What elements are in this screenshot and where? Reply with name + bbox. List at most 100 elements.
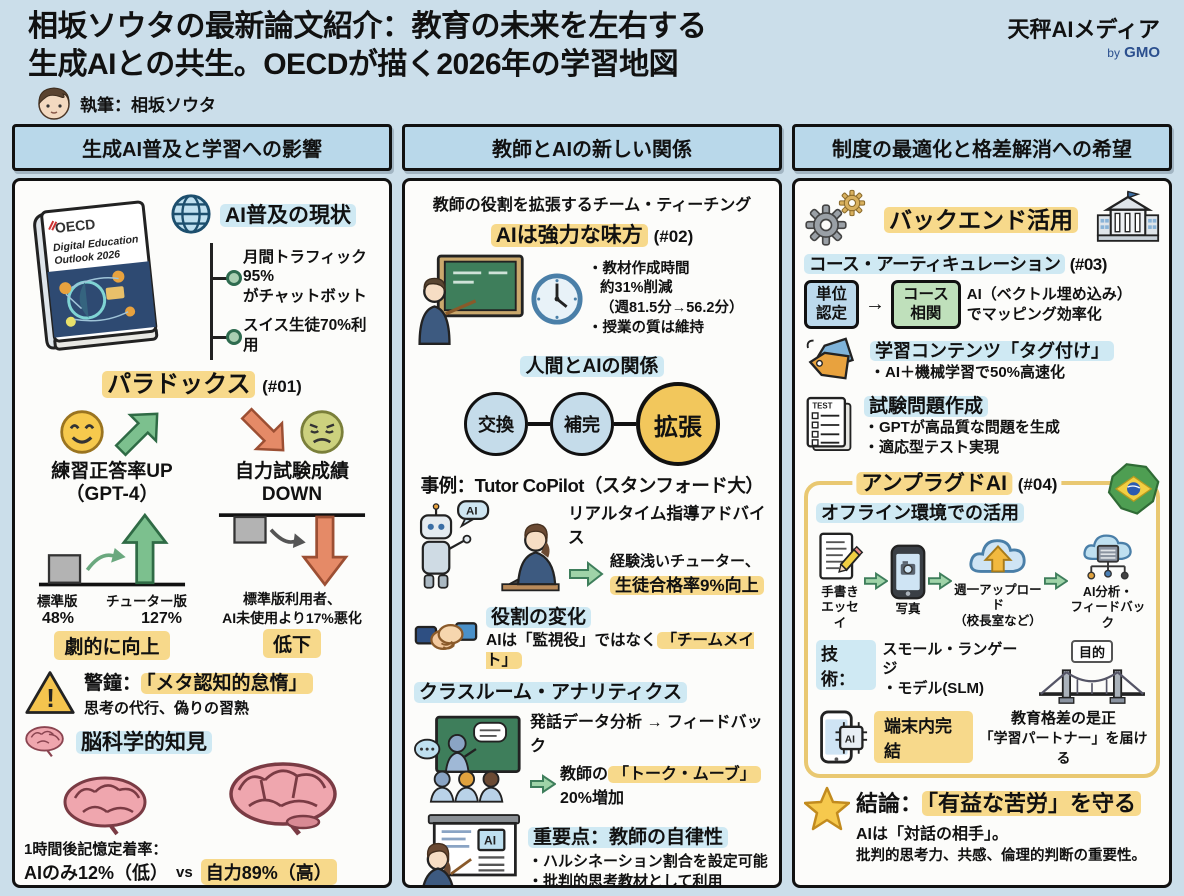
columns: 生成AI普及と学習への影響 OECD Digital Education Out… [12, 124, 1172, 888]
bar1-value: 48% [42, 610, 75, 628]
green-right-arrow-icon [568, 560, 604, 588]
presenter-whiteboard-icon: AI [414, 812, 520, 885]
bullet-dot-icon [226, 270, 242, 287]
brazil-map-icon [1100, 459, 1162, 517]
column-system-hope: 制度の最適化と格差解消への希望 バックエンド活用 コース・アーティキュレーション… [792, 124, 1172, 888]
smiley-face-icon [58, 408, 106, 456]
relation-node-augment: 拡張 [636, 382, 720, 466]
offline-title: オフライン環境での活用 [816, 502, 1024, 523]
step-photo: 写真 [888, 544, 928, 618]
list-item: 月間トラフィック95%がチャットボット [213, 243, 380, 311]
brand-byline: by GMO [1008, 44, 1160, 61]
tagging-section: 学習コンテンツ「タグ付け」 ・AI＋機械学習で50%高速化 [804, 335, 1160, 385]
course-box: コース相関 [891, 280, 961, 330]
retention-label: 1時間後記憶定着率： [24, 841, 168, 859]
bar-chart-up [38, 513, 186, 587]
brand-gmo: GMO [1124, 44, 1160, 61]
teacher-autonomy-section: AI 重要点：教師の自律性 ・ハルシネーション割合を設定可能 [414, 812, 770, 888]
board-ai-label: AI [484, 834, 496, 848]
page-header: 相坂ソウタの最新論文紹介：教育の未来を左右する 生成AIとの共生。OECDが描く… [28, 8, 1164, 121]
large-brain-icon [225, 760, 345, 837]
gears-icon [804, 189, 866, 247]
decline-badge: 低下 [262, 628, 321, 658]
ai-ally-title: AIは強力な味方 (#02) [414, 219, 770, 249]
teacher-blackboard-icon [414, 251, 526, 347]
tagging-title: 学習コンテンツ「タグ付け」 [870, 341, 1114, 362]
column3-header: 制度の最適化と格差解消への希望 [792, 124, 1172, 171]
autonomy-bullet1: ・ハルシネーション割合を設定可能 [528, 853, 768, 871]
clock-icon [530, 272, 584, 326]
tagging-bullet: ・AI＋機械学習で50%高速化 [870, 364, 1066, 382]
list-item: スイス生徒70%利用 [213, 311, 380, 360]
page-title-line2: 生成AIとの共生。OECDが描く2026年の学習地図 [28, 47, 679, 81]
bridge-icon [1036, 663, 1148, 705]
backend-title: バックエンド活用 [884, 207, 1078, 233]
connector-line [614, 422, 636, 426]
bar2-value: 127% [141, 610, 182, 628]
up-arrow-icon [99, 392, 178, 471]
offline-flow: 手書きエッセイ 写真 [816, 531, 1148, 632]
column2-panel: 教師の役割を拡張するチーム・ティーチング AIは強力な味方 (#02) [402, 178, 782, 888]
brand-by-word: by [1107, 46, 1120, 60]
retention-ai: AIのみ12%（低） [24, 863, 169, 884]
flow-arrow: → [865, 293, 886, 316]
test-label: TEST [812, 401, 832, 410]
column-teacher-ai: 教師とAIの新しい関係 教師の役割を拡張するチーム・ティーチング AIは強力な味… [402, 124, 782, 888]
role-change-title: 役割の変化 [486, 607, 592, 628]
book-logo: OECD [54, 216, 96, 236]
green-right-arrow-icon [1043, 571, 1068, 591]
column1-panel: OECD Digital Education Outlook 2026 [12, 178, 392, 888]
slm-tech-section: 技術： スモール・ランゲージ・モデル(SLM) 目的 [816, 639, 1148, 705]
relation-diagram: 交換 補完 拡張 [414, 382, 770, 466]
tutor-copilot-title: 事例：Tutor CoPilot（スタンフォード大） [420, 475, 764, 496]
step-ai-analysis: AI分析・フィードバック [1068, 531, 1148, 632]
articulation-title: コース・アーティキュレーション (#03) [804, 251, 1160, 276]
slm-device-row: AI 端末内完結 教育格差の是正 「学習パートナー」を届ける [816, 707, 1148, 768]
human-ai-relation-title: 人間とAIの関係 [520, 356, 664, 377]
svg-text:!: ! [46, 683, 55, 713]
column1-header: 生成AI普及と学習への影響 [12, 124, 392, 171]
vs-label: vs [176, 863, 193, 881]
result-line2: 生徒合格率9%向上 [610, 576, 764, 596]
role-change-section: 役割の変化 AIは「監視役」ではなく「チームメイト」 [414, 602, 770, 671]
ai-status-bullets: 月間トラフィック95%がチャットボット スイス生徒70%利用 [210, 243, 380, 360]
analytics-line1: 発話データ分析 → フィードバック [530, 714, 763, 756]
improve-badge: 劇的に向上 [54, 631, 170, 661]
purpose-label: 目的 [1070, 639, 1113, 663]
ai-ally-bullets: ・教材作成時間 約31%削減 （週81.5分→56.2分） ・授業の質は維持 [588, 260, 744, 336]
neuroscience-section: 脳科学的知見 [24, 724, 380, 758]
author-row: 執筆：相坂ソウタ [36, 85, 1164, 121]
column-ai-impact: 生成AI普及と学習への影響 OECD Digital Education Out… [12, 124, 392, 888]
warning-triangle-icon: ! [24, 669, 76, 717]
on-device-badge: 端末内完結 [874, 711, 973, 764]
tech-label: 技術： [816, 639, 877, 690]
relation-node-complement: 補完 [550, 392, 614, 456]
backend-section: バックエンド活用 [804, 189, 1160, 247]
articulation-flow: 単位認定 → コース相関 AI（ベクトル埋め込み）でマッピング効率化 [804, 280, 1160, 330]
column3-panel: バックエンド活用 コース・アーティキュレーション (#03) 単位認定 → コー… [792, 178, 1172, 888]
exam-title: 試験問題作成 [864, 396, 989, 418]
exam-section: TEST 試験問題作成 ・GPTが高品質な問題を生成 ・適応型テスト実現 [804, 391, 1160, 459]
analytics-line2: 教師の「トーク・ムーブ」20%増加 [530, 760, 770, 808]
green-right-arrow-icon [928, 571, 952, 591]
relation-node-exchange: 交換 [464, 392, 528, 456]
ai-bubble-label: AI [466, 505, 477, 517]
tutor-copilot-scene: AI [414, 498, 770, 598]
classroom-icon [414, 712, 522, 804]
tags-icon [804, 335, 862, 385]
step-upload: 週一アップロード（校長室など） [952, 533, 1044, 630]
handshake-icon [414, 616, 478, 658]
ai-status-section: OECD Digital Education Outlook 2026 [24, 189, 380, 360]
test-document-icon: TEST [804, 396, 856, 454]
brain-icon [24, 724, 68, 758]
globe-icon [170, 193, 212, 235]
classroom-analytics-section: 発話データ分析 → フィードバック 教師の「トーク・ムーブ」20%増加 [414, 708, 770, 808]
worried-face-icon [298, 408, 346, 456]
warning-section: ! 警鐘：「メタ認知的怠惰」 思考の代行、偽りの習熟 [24, 668, 380, 718]
conclusion-line2: 批判的思考力、共感、倫理的判断の重要性。 [856, 847, 1146, 864]
green-right-arrow-icon [864, 571, 888, 591]
exam-bullet1: ・GPTが高品質な問題を生成 [864, 419, 1060, 437]
autonomy-bullet2: ・批判的思考教材として利用 [528, 873, 723, 888]
oecd-book-illustration: OECD Digital Education Outlook 2026 [18, 188, 172, 360]
